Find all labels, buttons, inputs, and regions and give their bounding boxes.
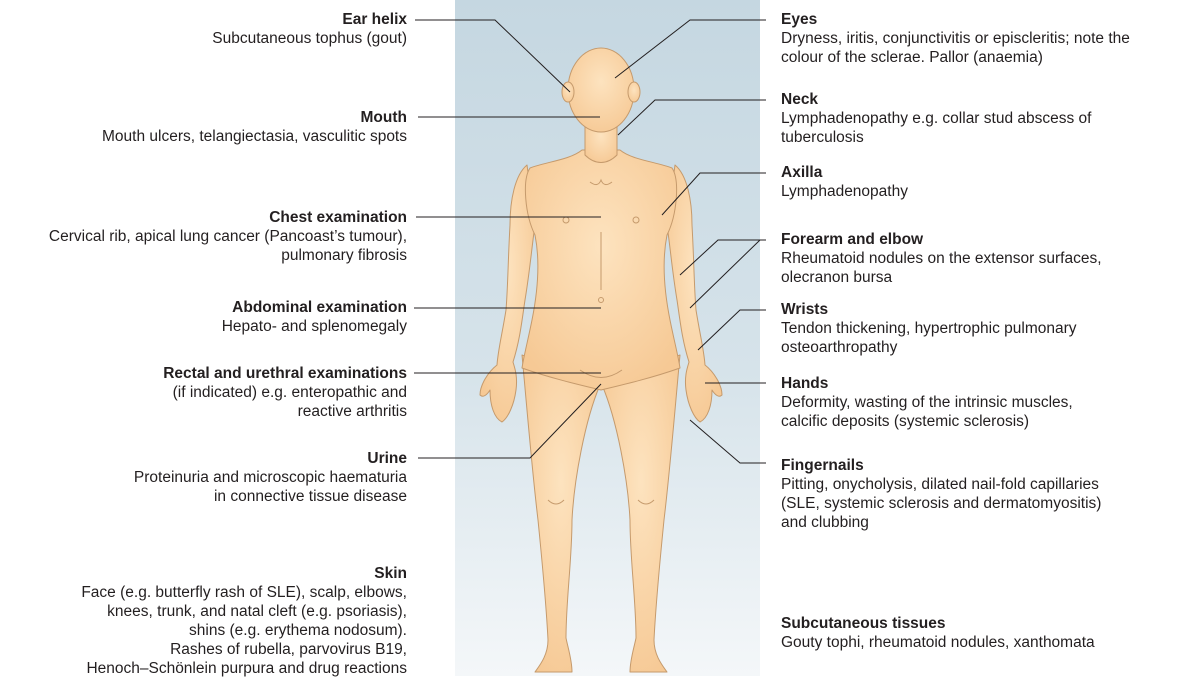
label-eyes: Eyes Dryness, iritis, conjunctivitis or … xyxy=(781,10,1130,67)
label-abdominal: Abdominal examination Hepato- and spleno… xyxy=(222,298,407,336)
leader-wrists xyxy=(698,310,766,350)
label-desc: (if indicated) e.g. enteropathic and rea… xyxy=(163,383,407,421)
label-mouth: Mouth Mouth ulcers, telangiectasia, vasc… xyxy=(102,108,407,146)
label-title: Chest examination xyxy=(49,208,407,227)
leader-neck xyxy=(618,100,766,135)
right-ear xyxy=(628,82,640,102)
label-title: Forearm and elbow xyxy=(781,230,1102,249)
label-axilla: Axilla Lymphadenopathy xyxy=(781,163,908,201)
head xyxy=(568,48,634,132)
leader-forearm-2 xyxy=(690,240,766,308)
label-chest: Chest examination Cervical rib, apical l… xyxy=(49,208,407,265)
label-title: Axilla xyxy=(781,163,908,182)
label-ear-helix: Ear helix Subcutaneous tophus (gout) xyxy=(212,10,407,48)
label-desc: Proteinuria and microscopic haematuria i… xyxy=(134,468,407,506)
label-title: Urine xyxy=(134,449,407,468)
right-leg xyxy=(602,355,680,672)
label-urine: Urine Proteinuria and microscopic haemat… xyxy=(134,449,407,506)
label-desc: Dryness, iritis, conjunctivitis or episc… xyxy=(781,29,1130,67)
label-desc: Rheumatoid nodules on the extensor surfa… xyxy=(781,249,1102,287)
label-title: Abdominal examination xyxy=(222,298,407,317)
label-title: Ear helix xyxy=(212,10,407,29)
leader-ear-helix xyxy=(415,20,570,92)
label-title: Eyes xyxy=(781,10,1130,29)
label-desc: Cervical rib, apical lung cancer (Pancoa… xyxy=(49,227,407,265)
label-title: Skin xyxy=(81,564,407,583)
leader-fingernails xyxy=(690,420,766,463)
label-desc: Hepato- and splenomegaly xyxy=(222,317,407,336)
label-skin: Skin Face (e.g. butterfly rash of SLE), … xyxy=(81,564,407,678)
label-hands: Hands Deformity, wasting of the intrinsi… xyxy=(781,374,1073,431)
label-desc: Gouty tophi, rheumatoid nodules, xanthom… xyxy=(781,633,1095,652)
left-leg xyxy=(522,355,600,672)
label-neck: Neck Lymphadenopathy e.g. collar stud ab… xyxy=(781,90,1091,147)
label-desc: Tendon thickening, hypertrophic pulmonar… xyxy=(781,319,1077,357)
label-title: Subcutaneous tissues xyxy=(781,614,1095,633)
leader-eyes xyxy=(615,20,766,78)
label-wrists: Wrists Tendon thickening, hypertrophic p… xyxy=(781,300,1077,357)
label-desc: Lymphadenopathy xyxy=(781,182,908,201)
label-desc: Pitting, onycholysis, dilated nail-fold … xyxy=(781,475,1101,532)
label-desc: Lymphadenopathy e.g. collar stud abscess… xyxy=(781,109,1091,147)
label-desc: Subcutaneous tophus (gout) xyxy=(212,29,407,48)
label-title: Wrists xyxy=(781,300,1077,319)
label-forearm: Forearm and elbow Rheumatoid nodules on … xyxy=(781,230,1102,287)
label-desc: Deformity, wasting of the intrinsic musc… xyxy=(781,393,1073,431)
label-title: Neck xyxy=(781,90,1091,109)
label-title: Hands xyxy=(781,374,1073,393)
label-title: Mouth xyxy=(102,108,407,127)
label-rectal: Rectal and urethral examinations (if ind… xyxy=(163,364,407,421)
label-fingernails: Fingernails Pitting, onycholysis, dilate… xyxy=(781,456,1101,532)
label-desc: Face (e.g. butterfly rash of SLE), scalp… xyxy=(81,583,407,678)
label-desc: Mouth ulcers, telangiectasia, vasculitic… xyxy=(102,127,407,146)
label-title: Fingernails xyxy=(781,456,1101,475)
label-subcutaneous: Subcutaneous tissues Gouty tophi, rheuma… xyxy=(781,614,1095,652)
left-ear xyxy=(562,82,574,102)
label-title: Rectal and urethral examinations xyxy=(163,364,407,383)
